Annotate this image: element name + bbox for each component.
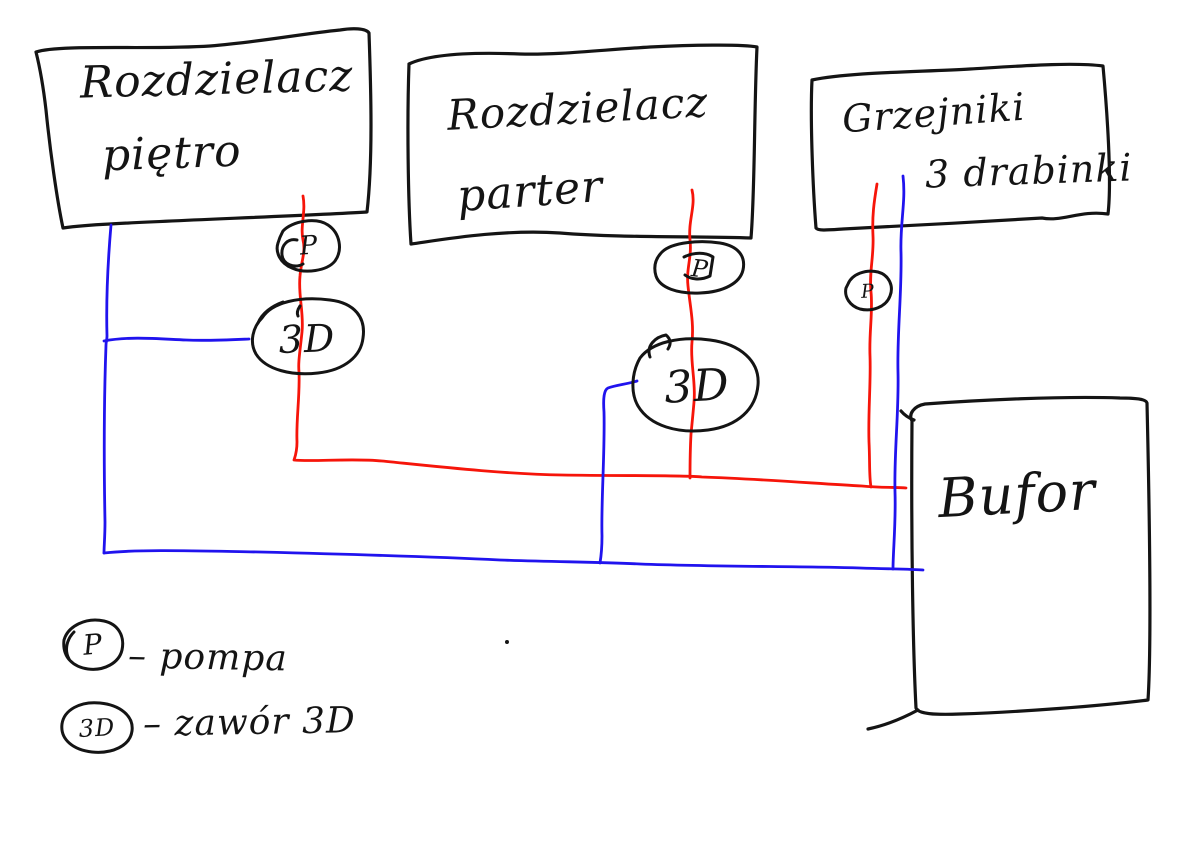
buffer-box-outline [909, 395, 1152, 716]
legend-pump-inner-stroke [65, 630, 76, 661]
pump-radiators-letter: P [860, 280, 876, 303]
radiators-box-outline [809, 62, 1112, 232]
legend-valve-text: – zawór 3D [142, 700, 357, 745]
valve-floor-circle [250, 297, 365, 376]
return-line-main-horizontal [102, 549, 925, 572]
valve-ground-letters: 3D [663, 359, 731, 414]
manifold-ground-label-line2: parter [455, 160, 605, 223]
legend-pump-letter: P [81, 627, 105, 662]
buffer-box-corner-tail-top [899, 409, 916, 422]
pump-radiators-circle [844, 269, 893, 312]
legend-valve-circle [60, 701, 134, 754]
pump-floor-circle [275, 219, 341, 273]
pump-ground-inner-loop [682, 251, 715, 281]
return-line-radiators [891, 174, 906, 571]
supply-line-ground [686, 188, 696, 480]
pump-ground-letter: P [690, 254, 710, 284]
manifold-ground-box-outline [406, 43, 759, 246]
buffer-box-corner-tail-bottom [866, 708, 920, 731]
valve-floor-overlap-stroke [256, 300, 302, 325]
manifold-floor-box-outline [34, 27, 373, 230]
return-branch-floor-valve [102, 336, 251, 343]
pump-floor-letter: P [298, 230, 320, 262]
manifold-floor-label-line2: piętro [101, 125, 243, 182]
valve-ground-circle [631, 337, 760, 433]
legend-pump-text: – pompa [127, 635, 289, 680]
legend-valve-letters: 3D [78, 713, 116, 743]
legend-pump-circle [62, 618, 125, 671]
manifold-floor-label-line1: Rozdzielacz [79, 50, 354, 109]
return-line-floor-vertical [102, 223, 113, 555]
pump-floor-inner-loop [280, 238, 305, 268]
valve-ground-overlap-stroke [647, 333, 672, 359]
supply-line-radiators [867, 182, 879, 489]
radiators-label-line2: 3 drabinki [924, 145, 1134, 197]
supply-line-floor-and-main [292, 194, 908, 490]
buffer-label: Bufor [936, 458, 1098, 531]
valve-floor-letters: 3D [277, 316, 337, 362]
return-line-ground [598, 379, 639, 565]
stray-dot [505, 640, 509, 644]
pump-ground-circle [653, 240, 746, 295]
